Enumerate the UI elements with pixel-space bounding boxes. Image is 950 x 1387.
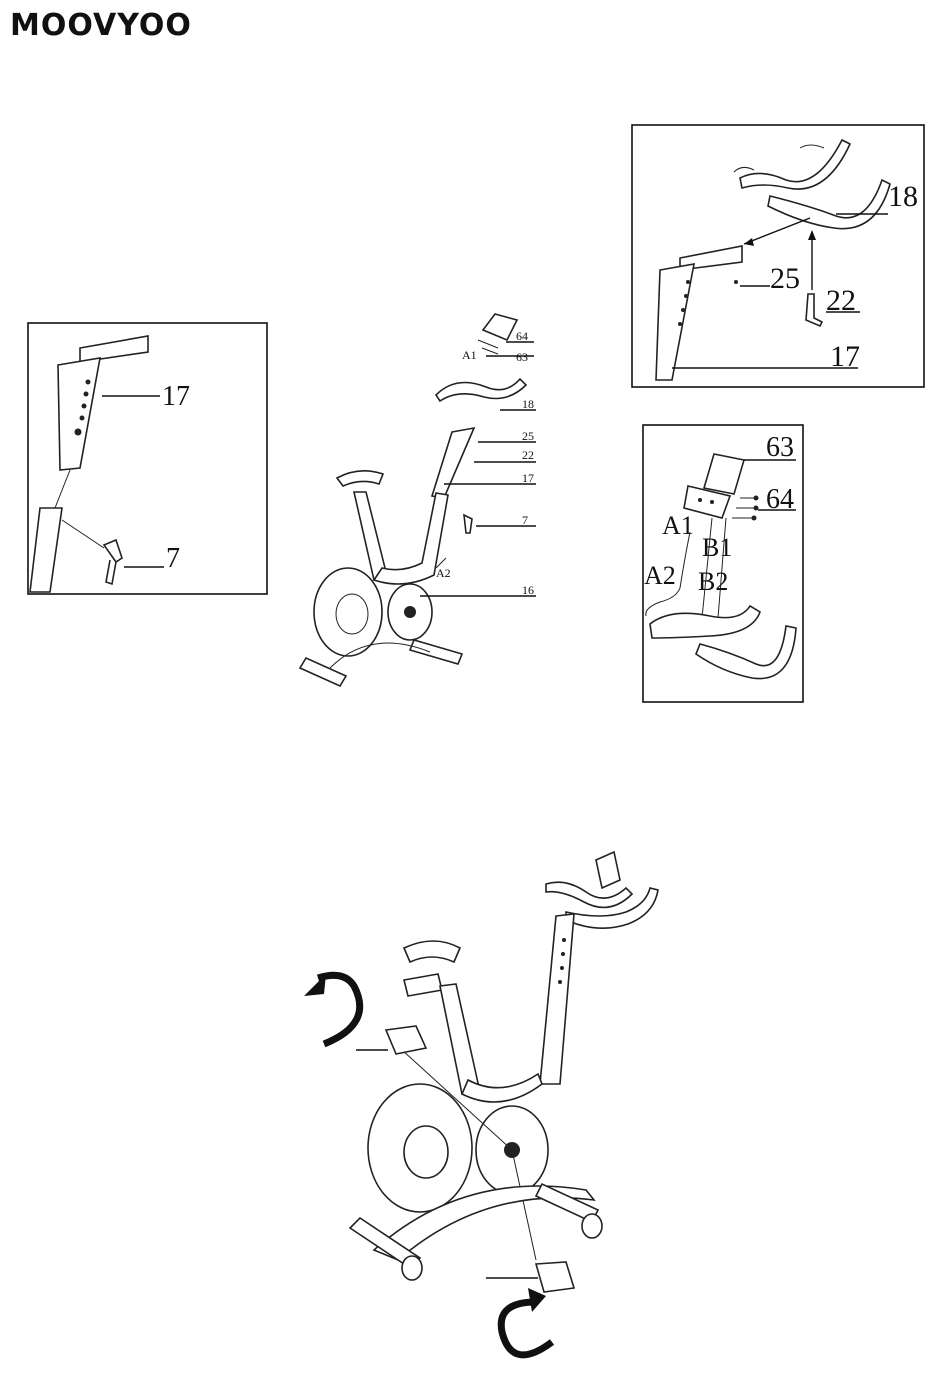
rear-stabilizer xyxy=(410,640,462,664)
knob-icon xyxy=(464,515,472,533)
label-17: 17 xyxy=(522,471,534,485)
figure-console-wiring: 63 64 A1 B1 A2 B2 xyxy=(643,425,803,702)
handlebar-left-horn xyxy=(740,140,850,189)
handlebar xyxy=(650,606,760,638)
label-a2: A2 xyxy=(436,566,451,580)
label-b2: B2 xyxy=(698,567,728,596)
label-18: 18 xyxy=(888,180,918,213)
figure-assembled-bike xyxy=(304,852,658,1355)
handlebar-post xyxy=(540,914,574,1084)
handlebar-post xyxy=(432,428,474,498)
label-7: 7 xyxy=(522,513,528,527)
figure-exploded-bike: 64 A1 63 18 25 22 17 7 A2 16 xyxy=(300,314,536,686)
bolt-icon xyxy=(806,294,822,326)
seat-post xyxy=(440,984,480,1094)
frame-tube xyxy=(30,508,62,592)
label-7: 7 xyxy=(166,543,180,574)
label-17: 17 xyxy=(830,340,860,373)
label-63: 63 xyxy=(766,432,794,463)
label-a1: A1 xyxy=(462,348,477,362)
console-display xyxy=(596,852,620,888)
label-22: 22 xyxy=(522,448,534,462)
seat-post xyxy=(354,492,388,580)
saddle xyxy=(337,471,383,486)
label-17: 17 xyxy=(162,381,190,412)
handlebar-post xyxy=(58,358,100,470)
post-top-bracket xyxy=(80,336,148,362)
label-18: 18 xyxy=(522,397,534,411)
handlebar xyxy=(546,882,632,907)
label-64: 64 xyxy=(766,484,794,515)
label-a1: A1 xyxy=(662,511,694,540)
seat-slider xyxy=(404,974,442,996)
figure-post-knob: 17 7 xyxy=(28,323,267,594)
label-25: 25 xyxy=(770,262,800,295)
label-22: 22 xyxy=(826,284,856,317)
left-pedal xyxy=(386,1026,426,1054)
console-unit xyxy=(483,314,517,340)
label-25: 25 xyxy=(522,429,534,443)
label-63: 63 xyxy=(516,350,528,364)
front-stabilizer xyxy=(300,658,346,686)
knob-icon xyxy=(104,540,122,584)
console-display xyxy=(704,454,744,494)
saddle xyxy=(404,941,460,962)
right-pedal xyxy=(536,1262,574,1292)
washer-icon xyxy=(734,280,738,284)
label-64: 64 xyxy=(516,329,528,343)
label-b1: B1 xyxy=(702,533,732,562)
label-a2: A2 xyxy=(644,561,676,590)
figure-handlebar-mount: 18 25 22 17 xyxy=(632,125,924,387)
label-16: 16 xyxy=(522,583,534,597)
flywheel xyxy=(314,568,382,656)
rotate-arrow-icon xyxy=(501,1302,552,1355)
handlebar xyxy=(436,379,526,401)
